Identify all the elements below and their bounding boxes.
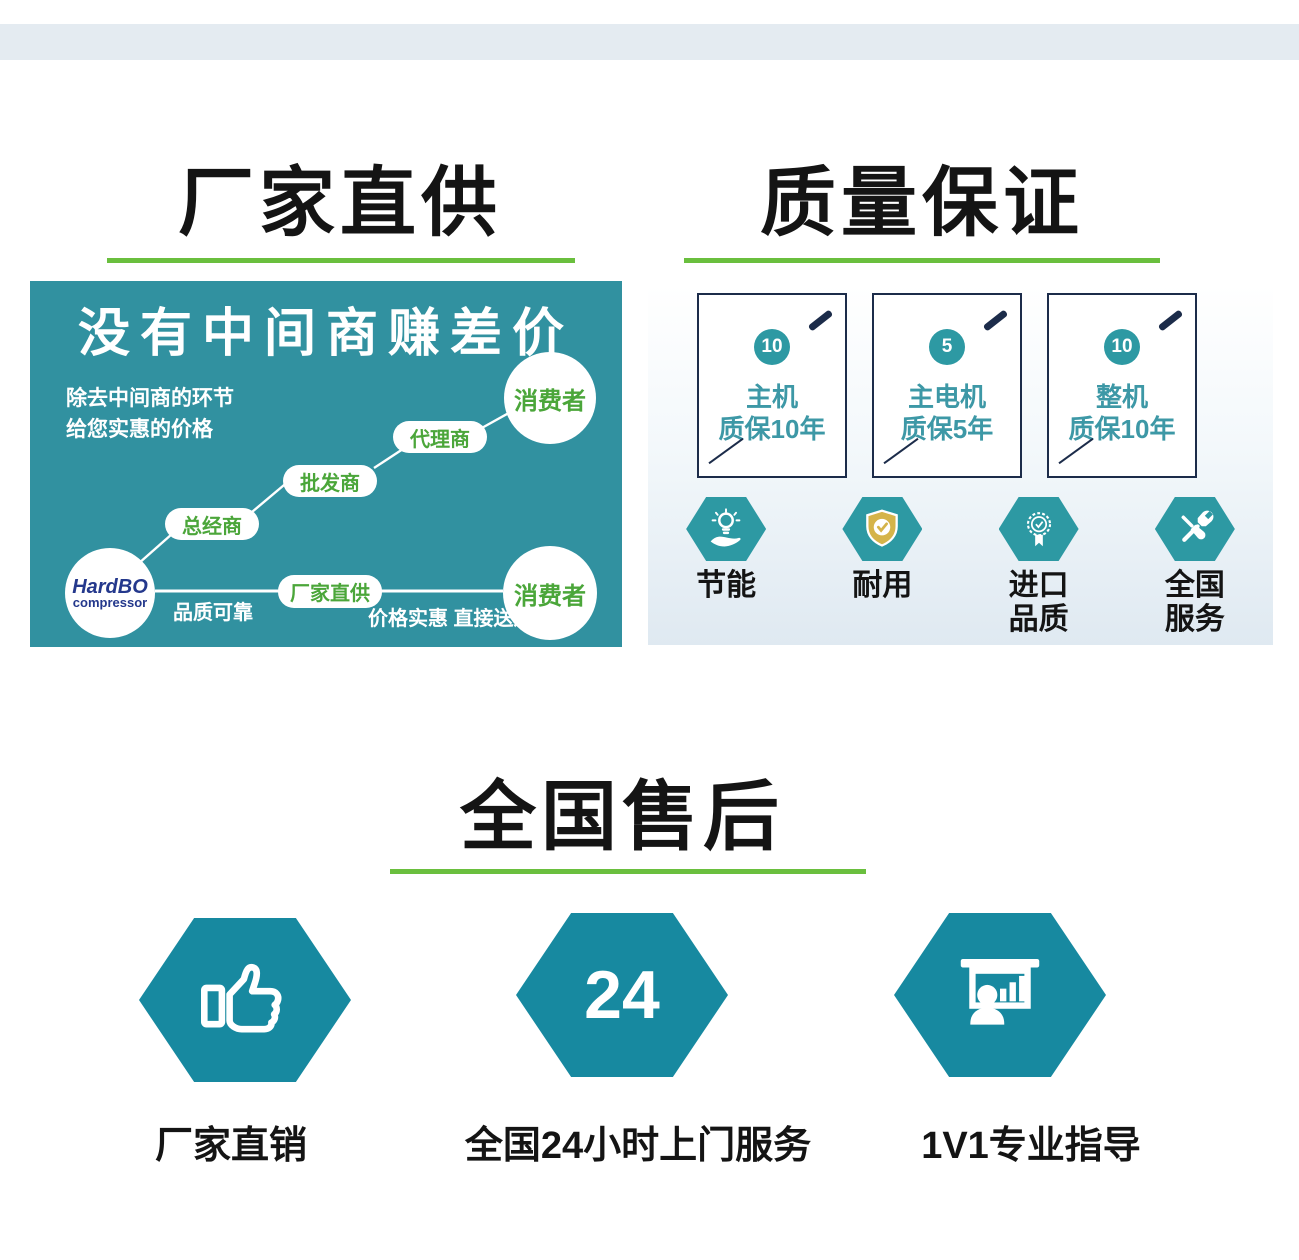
step-pill-general-distributor: 总经商 (165, 508, 259, 540)
quality-note: 品质可靠 (173, 602, 253, 624)
feature-label: 进口 品质 (1009, 569, 1069, 637)
brand-logo-circle: HardBO compressor (65, 548, 155, 638)
feature-label-line1: 耐用 (852, 569, 913, 602)
feature-label-line2: 品质 (1008, 603, 1069, 636)
warranty-item: 整机 (1095, 382, 1148, 412)
feature-label-line1: 节能 (696, 569, 757, 602)
aftersales-green-underline (390, 869, 866, 874)
24-hour-service-hexagon: 24 (516, 913, 728, 1077)
feature-label: 全国 服务 (1165, 569, 1225, 637)
warranty-item: 主机 (745, 382, 798, 412)
feature-label: 节能 (696, 569, 756, 603)
feature-badges-row: 节能 耐用 (648, 497, 1273, 637)
warranty-duration: 质保5年 (900, 414, 994, 444)
step-pill-wholesaler: 批发商 (283, 465, 377, 497)
quality-section-title: 质量保证 (760, 161, 1084, 246)
energy-saving-hand-bulb-icon (710, 508, 741, 547)
brand-name: HardBO (72, 575, 148, 598)
corner-dash-decoration (1157, 309, 1184, 332)
24-hour-hexagon-badge: 24 (584, 957, 660, 1033)
factory-section-title: 厂家直供 (178, 161, 502, 246)
hexagon-badge (1154, 497, 1235, 561)
warranty-card-whole-machine: 10 整机 质保10年 (1047, 293, 1197, 478)
hexagon-badge (842, 497, 923, 561)
feature-energy-saving: 节能 (651, 497, 801, 637)
step-pill-agent: 代理商 (393, 421, 487, 453)
warranty-item: 主电机 (907, 382, 986, 412)
hexagon-badge (686, 497, 767, 561)
warranty-card-main-motor: 5 主电机 质保5年 (872, 293, 1022, 478)
feature-durability: 耐用 (807, 497, 957, 637)
top-banner-strip (0, 24, 1299, 60)
banner-subtext: 除去中间商的环节 给您实惠的价格 (66, 383, 234, 445)
no-middleman-banner: 没有中间商赚差价 除去中间商的环节 给您实惠的价格 消费者 代理商 批发商 总经… (30, 281, 622, 647)
warranty-card-host-machine: 10 主机 质保10年 (697, 293, 847, 478)
brand-subname: compressor (72, 594, 148, 610)
aftersales-label-24h-service: 全国24小时上门服务 (464, 1125, 812, 1167)
banner-subtext-line2: 给您实惠的价格 (66, 418, 213, 441)
warranty-text: 整机 质保10年 (1049, 381, 1195, 445)
factory-direct-sales-hexagon (139, 918, 351, 1082)
banner-subtext-line1: 除去中间商的环节 (66, 387, 234, 410)
warranty-cards-row: 10 主机 质保10年 5 主电机 质保5年 10 (697, 293, 1197, 478)
corner-dash-decoration (982, 309, 1009, 332)
aftersales-label-1v1-guidance: 1V1专业指导 (921, 1125, 1141, 1167)
warranty-duration: 质保10年 (1068, 414, 1176, 444)
warranty-text: 主机 质保10年 (699, 381, 845, 445)
hexagon-badge (998, 497, 1079, 561)
price-note: 价格实惠 直接送达 (368, 608, 534, 630)
feature-nationwide-service: 全国 服务 (1120, 497, 1270, 637)
aftersales-label-factory-direct: 厂家直销 (154, 1125, 307, 1167)
banner-headline: 没有中间商赚差价 (77, 305, 574, 363)
feature-label: 耐用 (852, 569, 912, 603)
professional-guidance-hexagon (894, 913, 1106, 1077)
consumer-circle-top: 消费者 (504, 352, 596, 444)
feature-import-quality: 进口 品质 (964, 497, 1114, 637)
corner-dash-decoration (807, 309, 834, 332)
warranty-duration: 质保10年 (718, 414, 826, 444)
nationwide-service-tools-icon (1181, 510, 1214, 542)
factory-direct-pill: 厂家直供 (278, 575, 382, 608)
factory-green-underline (107, 258, 575, 263)
warranty-years-badge: 5 (929, 329, 965, 365)
feature-label-line1: 进口 (1008, 569, 1069, 602)
consumer-circle-bottom: 消费者 (503, 546, 597, 640)
thumbs-up-icon (201, 963, 282, 1033)
durability-shield-check-icon (866, 509, 899, 547)
presentation-training-icon (960, 958, 1040, 1025)
quality-panel: 10 主机 质保10年 5 主电机 质保5年 10 (648, 285, 1273, 645)
import-quality-medal-icon (1026, 512, 1051, 547)
quality-green-underline (684, 258, 1160, 263)
warranty-text: 主电机 质保5年 (874, 381, 1020, 445)
feature-label-line2: 服务 (1164, 603, 1225, 636)
warranty-years-badge: 10 (1104, 329, 1140, 365)
aftersales-section-title: 全国售后 (460, 775, 784, 860)
feature-label-line1: 全国 (1164, 569, 1225, 602)
warranty-years-badge: 10 (754, 329, 790, 365)
